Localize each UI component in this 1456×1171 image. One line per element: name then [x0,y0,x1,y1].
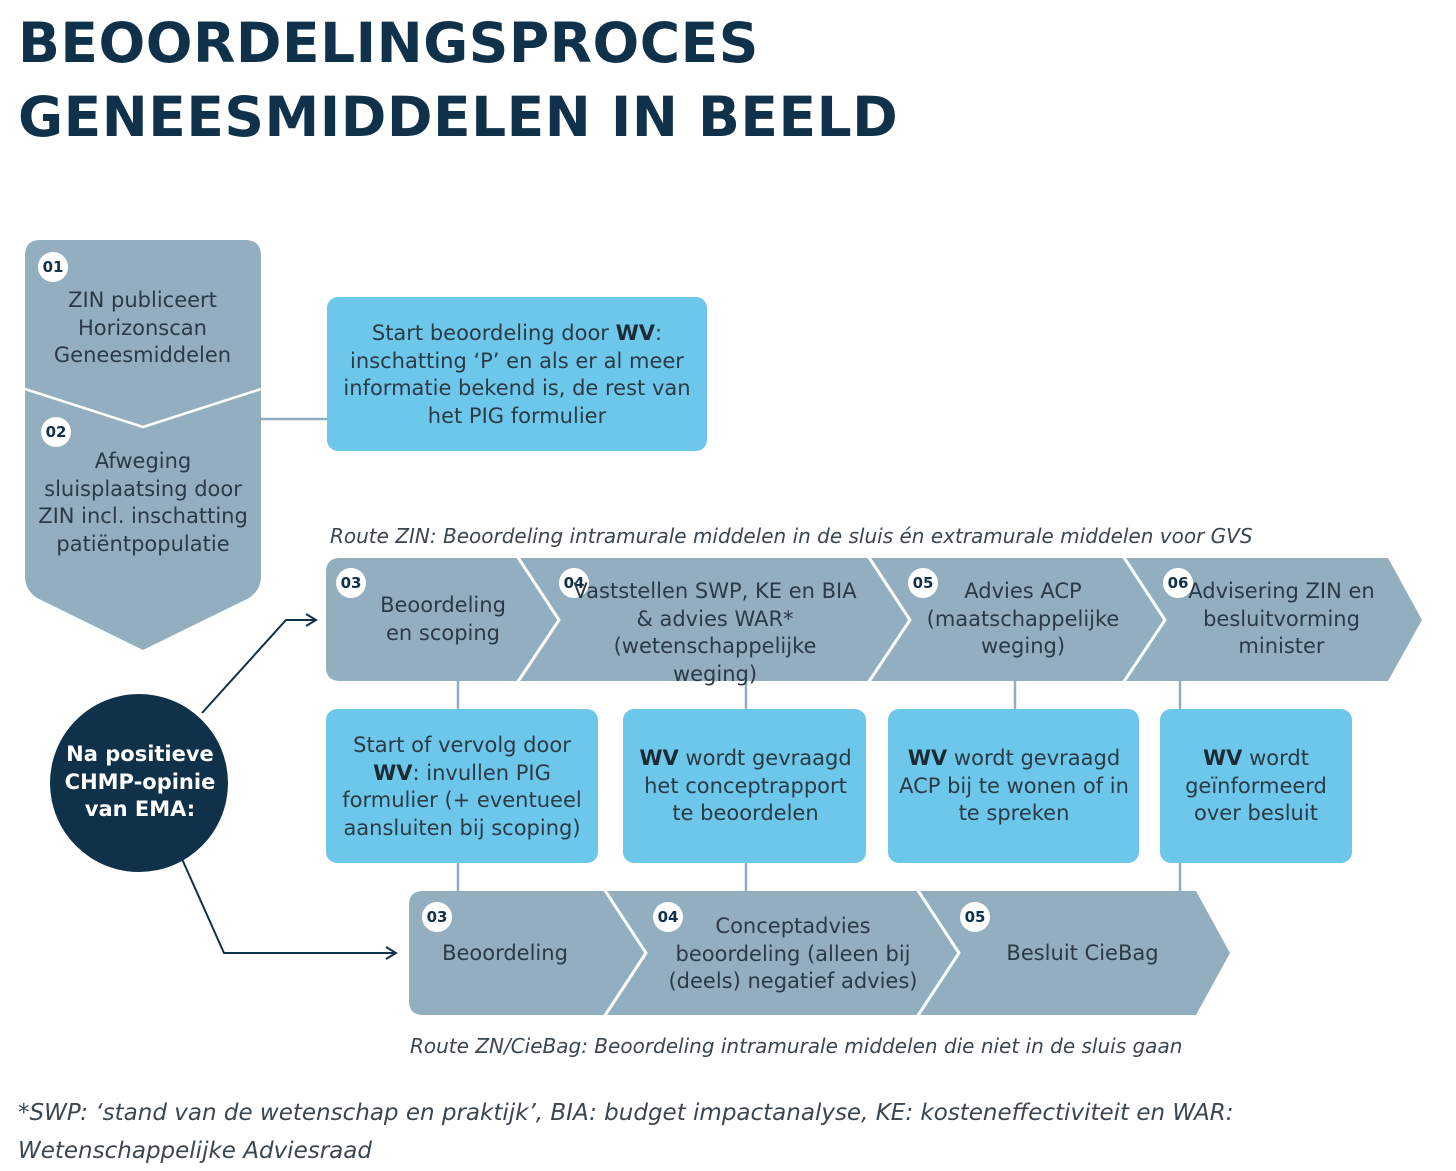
route-zin-bar [326,558,1422,681]
wv-box-1-pre: Start of vervolg door [353,733,571,757]
zin-step-04-badge: 04 [559,568,589,598]
route-zin-divider-3 [1121,555,1167,684]
footnote: *SWP: ‘stand van de wetenschap en prakti… [18,1100,1234,1164]
zin-step-06-badge: 06 [1163,568,1193,598]
zin-step-06-text: Advisering ZIN en besluitvorming ministe… [1188,579,1375,658]
route-zin-divider-2 [866,555,912,684]
route-ciebag-bar [409,891,1230,1015]
step-02-text: Afweging sluisplaatsing door ZIN incl. i… [38,449,248,556]
left-column-arrow [25,240,261,650]
trigger-circle [50,694,228,872]
wv-box-4 [1160,709,1352,863]
route-ciebag-label: Route ZN/CieBag: Beoordeling intramurale… [410,1034,1183,1058]
wv-box-4-post: wordt geïnformeerd over besluit [1185,746,1327,825]
wv-start-pre: Start beoordeling door [371,321,616,345]
ciebag-step-03-text: Beoordeling [442,941,568,965]
route-zin-divider-1 [515,555,561,684]
zin-step-05-text: Advies ACP (maatschappelijke weging) [926,579,1120,658]
wv-box-1-text: Start of vervolg door WV: invullen PIG f… [336,732,588,842]
wv-box-4-text: WV wordt geïnformeerd over besluit [1170,745,1342,828]
wv-box-2 [623,709,866,863]
trigger-text: Na positieve CHMP-opinie van EMA: [64,742,216,821]
ciebag-step-03-badge: 03 [422,902,452,932]
wv-box-3-text: WV wordt gevraagd ACP bij te wonen of in… [898,745,1130,828]
wv-box-3 [888,709,1139,863]
wv-start-box [327,297,707,451]
arrow-to-route-ciebag [177,849,398,960]
page-title: BEOORDELINGSPROCES GENEESMIDDELEN IN BEE… [18,6,898,154]
wv-box-2-post: wordt gevraagd het conceptrapport te beo… [644,746,852,825]
step-01-text: ZIN publiceert Horizonscan Geneesmiddele… [53,288,232,367]
wv-box-1-bold: WV [373,760,413,785]
title-line-1: BEOORDELINGSPROCES [18,11,759,75]
left-column-divider [24,387,262,429]
ciebag-step-04-badge: 04 [653,902,683,932]
title-line-2: GENEESMIDDELEN IN BEELD [18,85,899,149]
zin-step-03-badge: 03 [336,568,366,598]
step-02-badge: 02 [41,417,71,447]
zin-step-05-badge: 05 [908,568,938,598]
zin-step-03-text: Beoordeling en scoping [380,593,506,645]
ciebag-step-04-text: Conceptadvies beoordeling (alleen bij (d… [668,914,918,993]
wv-start-bold: WV [615,321,656,345]
ciebag-step-05-badge: 05 [960,902,990,932]
wv-box-3-bold: WV [907,746,948,770]
wv-box-1 [326,709,598,863]
wv-box-4-bold: WV [1203,746,1243,770]
zin-step-04-text: Vaststellen SWP, KE en BIA & advies WAR*… [573,579,857,686]
route-ciebag-divider-1 [602,888,648,1018]
wv-box-1-post: : invullen PIG formulier (+ eventueel aa… [342,760,582,840]
wv-box-2-text: WV wordt gevraagd het conceptrapport te … [633,745,858,828]
wv-start-post: : inschatting ‘P’ en als er al meer info… [343,321,691,428]
step-01-badge: 01 [38,252,68,282]
ciebag-step-05-text: Besluit CieBag [1006,941,1159,965]
wv-start-text: Start beoordeling door WV: inschatting ‘… [340,320,694,430]
arrow-to-route-zin [201,613,318,714]
route-ciebag-divider-2 [915,888,961,1018]
route-zin-label: Route ZIN: Beoordeling intramurale midde… [330,524,1253,548]
wv-box-2-bold: WV [639,746,679,770]
wv-box-3-post: wordt gevraagd ACP bij te wonen of in te… [899,746,1129,825]
